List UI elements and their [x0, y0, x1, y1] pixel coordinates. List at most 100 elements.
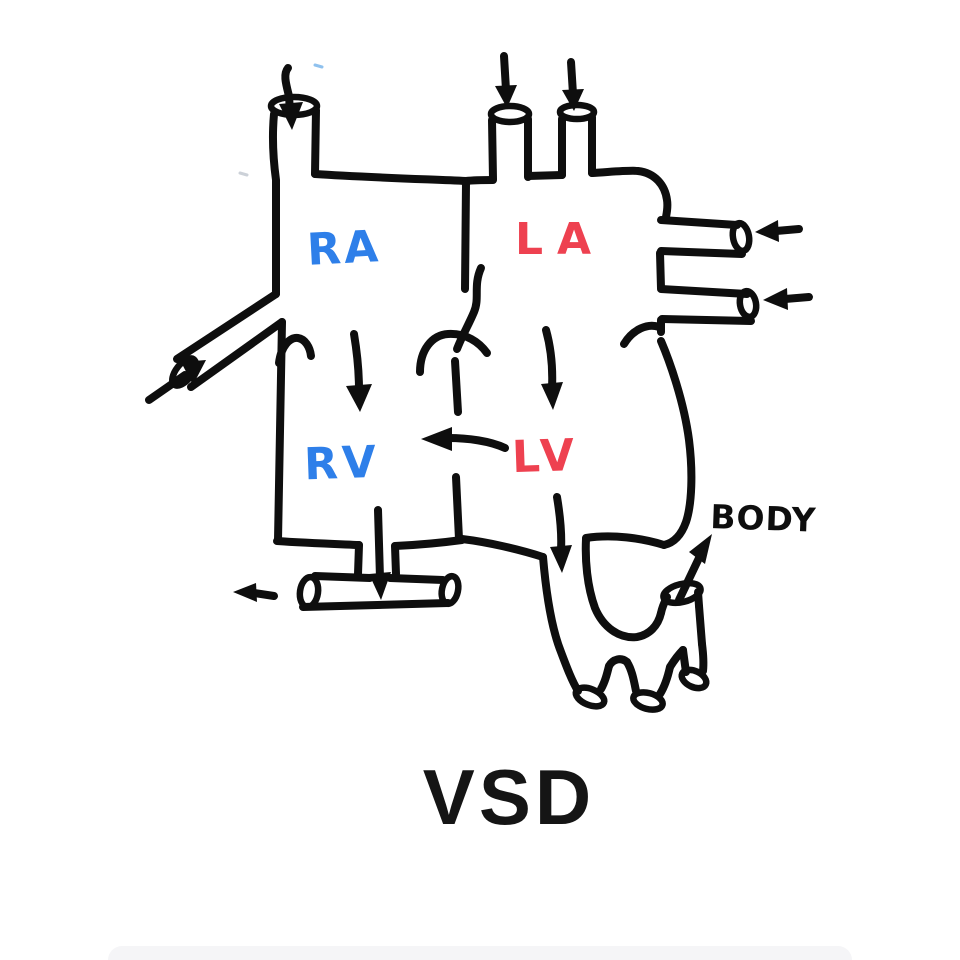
- rpv2-inflow-arrow-head: [763, 288, 788, 310]
- rv-label: RV: [303, 437, 381, 491]
- pa-top-edge-left: [311, 572, 374, 582]
- la-top-wall-1: [462, 176, 497, 185]
- wall-between-right-veins: [656, 249, 665, 292]
- arch-inner-bowl: [581, 535, 665, 642]
- rpv1-bottom-edge: [657, 247, 746, 258]
- aorta-stub-opening: [660, 579, 704, 607]
- arch-branch-2-outer: [623, 658, 640, 695]
- pv1-inflow-arrow-head: [495, 85, 517, 108]
- ra-top-wall: [311, 170, 470, 185]
- pv1-opening: [487, 102, 533, 126]
- arch-branch-2-opening: [630, 689, 666, 713]
- lv-outflow-arrow-shaft: [553, 493, 566, 554]
- ivc-bottom-edge: [187, 318, 286, 391]
- svc-left-edge-and-ra-wall: [268, 110, 280, 298]
- pa-outflow-arrow-shaft: [250, 589, 278, 600]
- aorta-to-body-arrow-head: [689, 534, 712, 564]
- la-top-wall-shoulder: [588, 166, 672, 221]
- pulmonary-vein-right-1: [657, 216, 753, 258]
- pa-outflow-arrow: [233, 583, 278, 602]
- ra-to-rv-arrow-shaft: [350, 330, 363, 394]
- vsd-shunt-arrow: [421, 427, 509, 452]
- pulmonary-artery-tube: [296, 572, 462, 611]
- aortic-arch: [539, 535, 710, 713]
- la-to-lv-arrow: [541, 326, 563, 410]
- svc-inflow-arrow-head: [279, 102, 303, 130]
- lv-outflow-arrow-head: [550, 545, 572, 573]
- arch-right-edge: [695, 602, 706, 648]
- rpv2-inflow-arrow: [763, 288, 813, 310]
- la-to-lv-arrow-shaft: [542, 326, 557, 392]
- svc-right-edge: [311, 106, 320, 178]
- ra-label: RA: [306, 221, 383, 276]
- arch-branch-3-inner: [698, 640, 708, 675]
- aorta-to-body-arrow-shaft: [675, 554, 703, 604]
- pa-right-opening: [438, 572, 462, 608]
- arch-outer-left-leg: [539, 553, 582, 695]
- rv-outflow-step-right: [391, 542, 400, 578]
- svc-inflow-arrow: [279, 64, 303, 130]
- pa-bottom-edge: [299, 599, 452, 611]
- rpv2-inflow-arrow-shaft: [781, 293, 813, 303]
- pulmonary-vein-right-2: [657, 285, 760, 325]
- rv-to-pa-arrow-head: [369, 572, 391, 600]
- pulmonary-vein-top-1: [487, 102, 533, 183]
- rv-bottom-wall-right: [391, 536, 466, 550]
- vsd-shunt-arrow-shaft: [444, 434, 509, 452]
- lv-label: LV: [511, 430, 581, 483]
- mitral-valve-arc: [416, 329, 491, 376]
- rv-bottom-wall-left: [273, 537, 363, 549]
- pulmonary-vein-top-2: [556, 101, 598, 179]
- rpv2-opening: [736, 287, 760, 321]
- pv1-inflow-arrow: [495, 52, 517, 108]
- rv-to-pa-arrow: [369, 506, 391, 600]
- ivc-inflow-arrow: [145, 360, 206, 404]
- ivc-inflow-arrow-head: [181, 360, 206, 385]
- diagram-title: VSD: [423, 753, 595, 841]
- lv-outflow-arrow: [550, 493, 572, 573]
- pv1-left-edge: [488, 116, 497, 183]
- rpv1-inflow-arrow-shaft: [772, 225, 803, 235]
- stray-gray-mark: [238, 171, 249, 177]
- rv-outflow-step-left: [354, 541, 363, 578]
- pv2-opening: [556, 101, 598, 123]
- rpv1-inflow-arrow: [755, 220, 803, 242]
- valves: [275, 321, 663, 376]
- pv1-inflow-arrow-shaft: [500, 52, 510, 94]
- vsd-shunt-arrow-head: [421, 427, 452, 451]
- ra-to-rv-arrow: [346, 330, 372, 412]
- la-label: LA: [515, 214, 605, 265]
- rpv2-bottom-edge: [658, 315, 755, 325]
- flow-arrows: [145, 52, 813, 604]
- rv-to-pa-arrow-shaft: [374, 506, 384, 582]
- ivc-inflow-arrow-shaft: [145, 371, 189, 404]
- rpv1-top-edge: [657, 216, 741, 229]
- interventricular-septum-upper: [451, 357, 462, 416]
- aorta-to-body-arrow: [675, 534, 712, 604]
- tricuspid-valve-arc: [275, 333, 315, 367]
- la-floor-arc: [620, 321, 663, 348]
- la-to-lv-arrow-head: [541, 382, 563, 410]
- ra-to-rv-arrow-head: [346, 384, 372, 412]
- arch-branch-2-inner: [656, 663, 674, 698]
- arch-branch-3-opening: [678, 666, 710, 692]
- pv2-inflow-arrow: [562, 58, 584, 111]
- septum: [451, 179, 485, 543]
- stray-blue-mark: [313, 63, 324, 69]
- bottom-edge-shadow: [108, 946, 852, 960]
- la-top-wall-2: [524, 171, 566, 180]
- ivc-top-edge: [173, 290, 280, 363]
- arch-branch-1-opening: [572, 684, 608, 710]
- rpv1-inflow-arrow-head: [755, 220, 779, 242]
- svc-inflow-arrow-shaft: [281, 64, 294, 116]
- pa-outflow-arrow-head: [233, 583, 257, 602]
- lv-bottom-wall-right: [582, 532, 668, 549]
- pv2-inflow-arrow-shaft: [567, 58, 577, 98]
- body-label: BODY: [710, 497, 817, 540]
- pa-top-edge-right: [386, 574, 447, 584]
- rpv1-opening: [729, 219, 753, 255]
- interventricular-septum-lower: [452, 473, 463, 543]
- heart-right-wall: [657, 337, 696, 549]
